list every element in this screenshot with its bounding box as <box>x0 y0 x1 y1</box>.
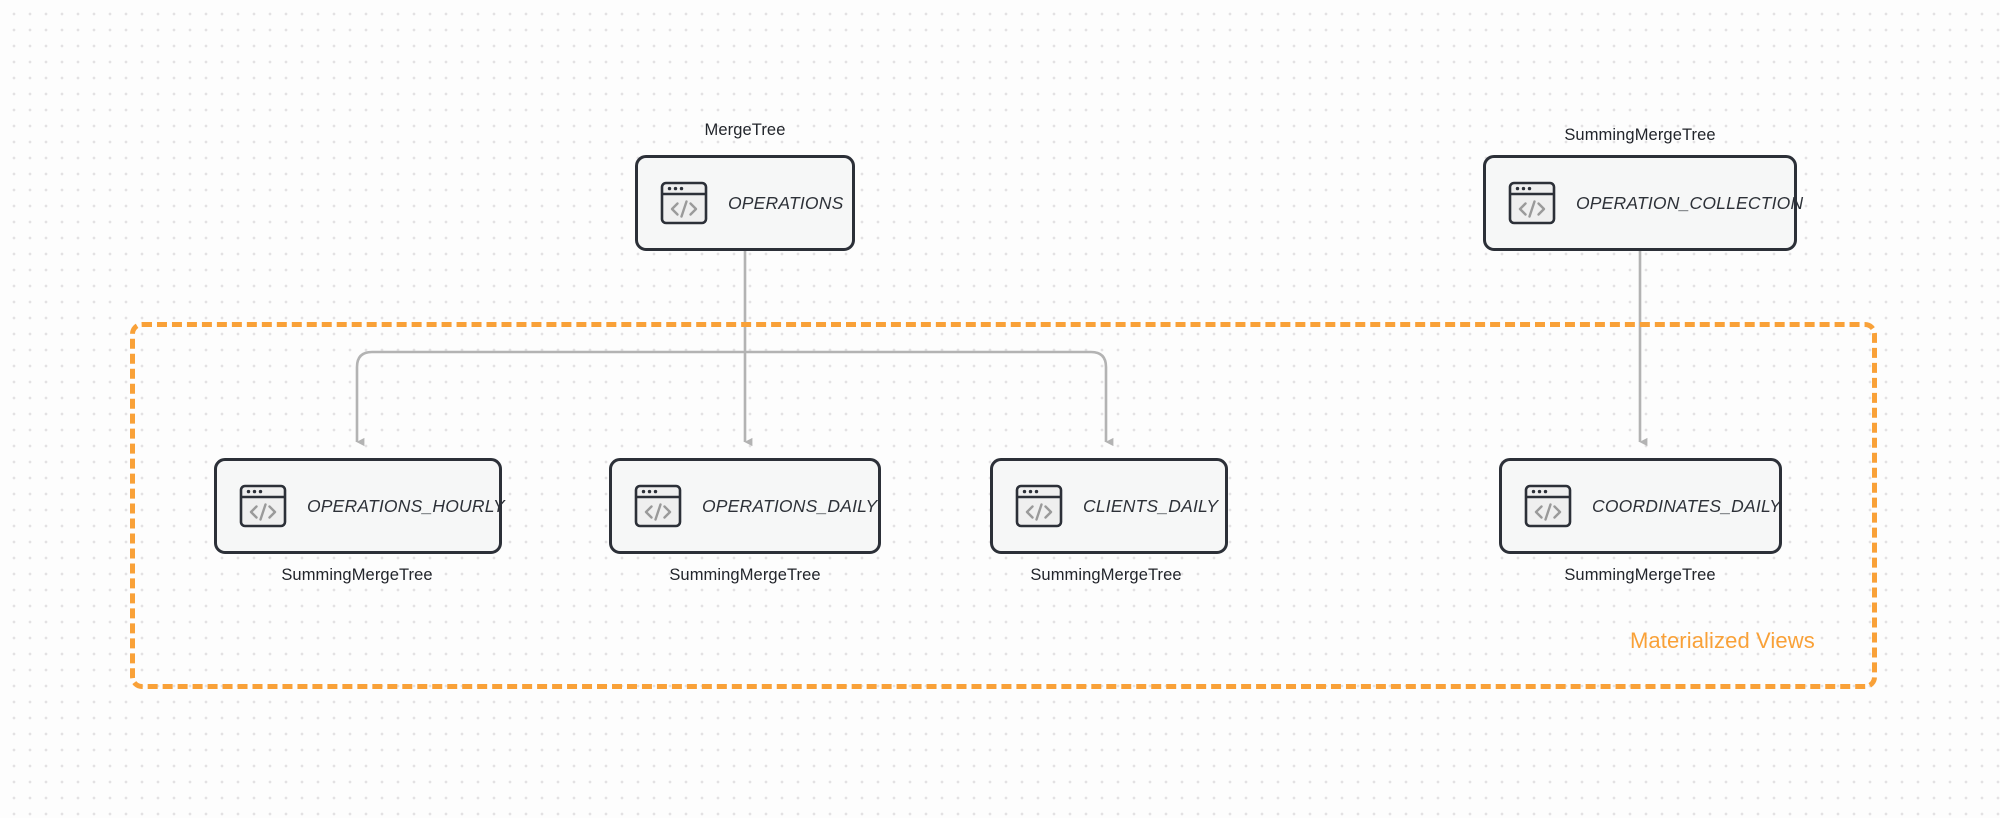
node-operations[interactable]: OPERATIONS <box>635 155 855 251</box>
materialized-views-group <box>130 322 1877 689</box>
node-operation-collection[interactable]: OPERATION_COLLECTION <box>1483 155 1803 251</box>
code-window-icon <box>1524 484 1572 528</box>
code-window-icon <box>660 181 708 225</box>
node-coordinates-daily[interactable]: COORDINATES_DAILY <box>1499 458 1782 554</box>
code-window-icon <box>1015 484 1063 528</box>
caption-coordinates-daily-engine: SummingMergeTree <box>1564 566 1716 584</box>
node-operations-daily[interactable]: OPERATIONS_DAILY <box>609 458 881 554</box>
caption-operations-daily-engine: SummingMergeTree <box>669 566 821 584</box>
code-window-icon <box>634 484 682 528</box>
caption-operations-hourly-engine: SummingMergeTree <box>281 566 433 584</box>
caption-operations-engine: MergeTree <box>704 121 786 139</box>
node-operations-label: OPERATIONS <box>728 192 844 213</box>
caption-clients-daily-engine: SummingMergeTree <box>1030 566 1182 584</box>
node-clients-daily[interactable]: CLIENTS_DAILY <box>990 458 1228 554</box>
code-window-icon <box>1508 181 1556 225</box>
node-operations-hourly-label: OPERATIONS_HOURLY <box>307 495 505 516</box>
node-operation-collection-label: OPERATION_COLLECTION <box>1576 192 1804 213</box>
node-coordinates-daily-label: COORDINATES_DAILY <box>1592 495 1782 516</box>
caption-operation-collection-engine: SummingMergeTree <box>1564 126 1716 144</box>
materialized-views-label: Materialized Views <box>1630 628 1815 653</box>
code-window-icon <box>239 484 287 528</box>
node-operations-hourly[interactable]: OPERATIONS_HOURLY <box>214 458 505 554</box>
node-clients-daily-label: CLIENTS_DAILY <box>1083 495 1219 516</box>
node-operations-daily-label: OPERATIONS_DAILY <box>702 495 878 516</box>
